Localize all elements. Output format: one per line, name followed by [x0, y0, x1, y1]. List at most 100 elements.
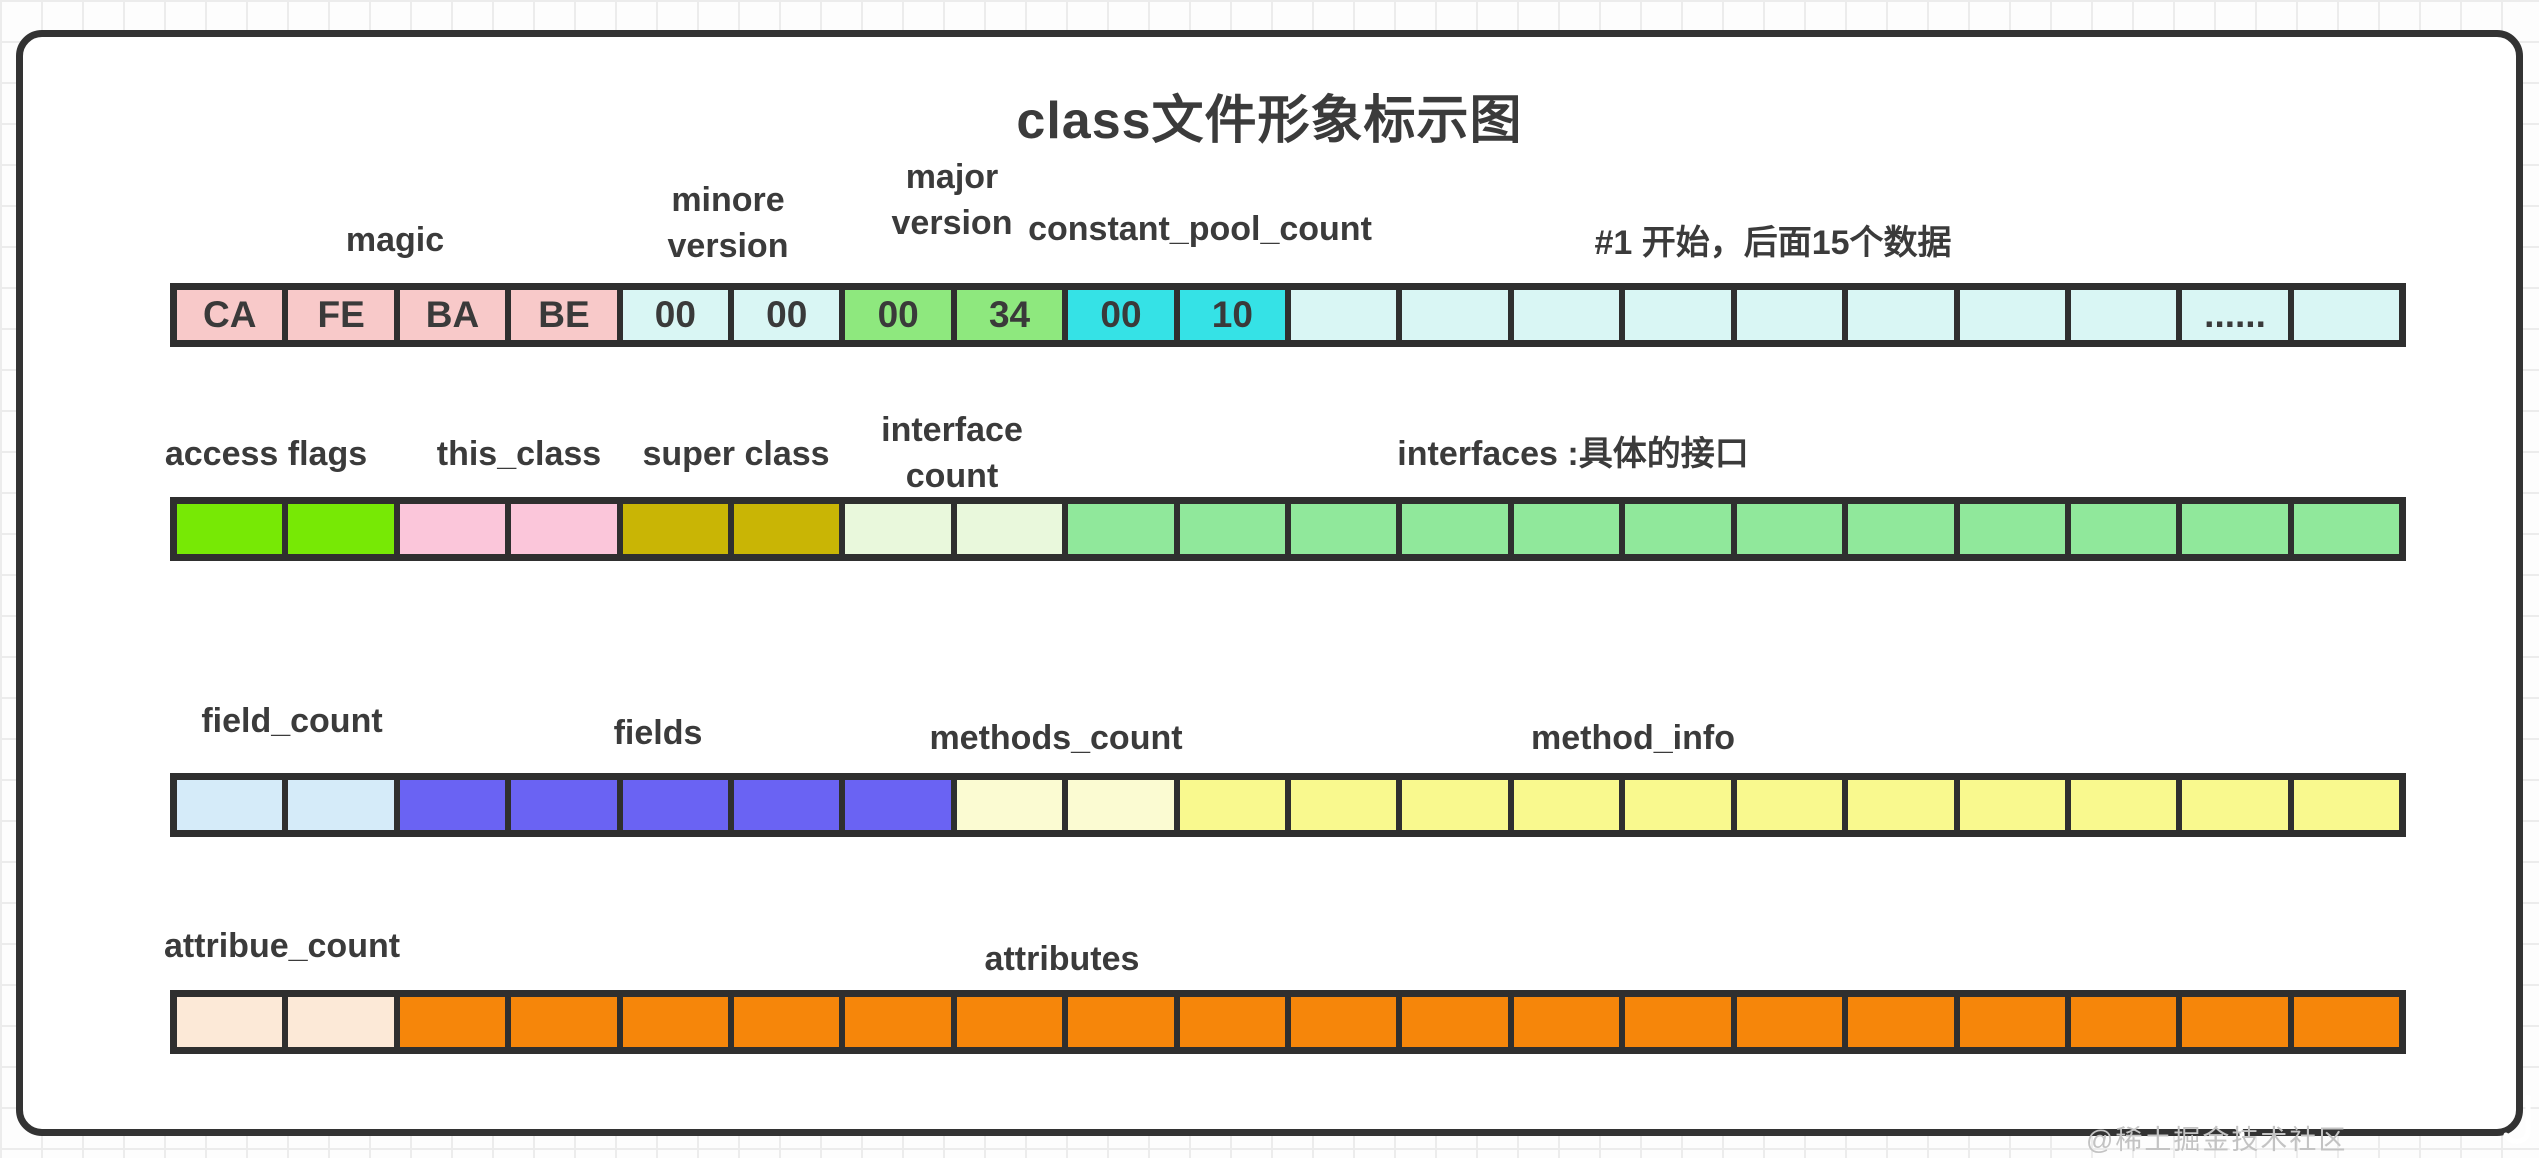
page-title: class文件形象标示图 [1016, 92, 1523, 150]
byte-cell [1510, 777, 1623, 833]
byte-cell [731, 501, 843, 557]
byte-cell: FE [285, 287, 397, 343]
byte-cell [396, 994, 509, 1050]
label-magic: magic [345, 221, 445, 259]
byte-cell [2290, 994, 2403, 1050]
label-constant-pool-note: #1 开始，后面15个数据 [1594, 224, 1952, 262]
byte-cell [2067, 501, 2180, 557]
byte-cell [1622, 287, 1734, 343]
byte-cell [1510, 287, 1623, 343]
byte-cell [285, 501, 397, 557]
byte-cell [1956, 287, 2068, 343]
byte-cell [1845, 994, 1957, 1050]
watermark: @稀土掘金技术社区 [2086, 1125, 2348, 1155]
byte-cell [1733, 994, 1846, 1050]
byte-cell [1176, 501, 1289, 557]
byte-cell [2067, 287, 2180, 343]
label-constant-pool-count: constant_pool_count [1028, 210, 1372, 248]
byte-cell: 34 [953, 287, 1066, 343]
byte-cell [1733, 501, 1846, 557]
byte-cell [842, 777, 954, 833]
byte-cell [2290, 777, 2403, 833]
byte-cell: 00 [842, 287, 954, 343]
byte-cell [1510, 501, 1623, 557]
byte-cell [1733, 287, 1846, 343]
byte-cell [396, 777, 509, 833]
byte-cell [1065, 777, 1177, 833]
byte-cell [1622, 501, 1734, 557]
byte-cell [1845, 777, 1957, 833]
byte-cell [1288, 777, 1400, 833]
byte-cell [1399, 501, 1511, 557]
byte-cell [1622, 777, 1734, 833]
byte-cell [285, 994, 397, 1050]
byte-cell [2179, 777, 2291, 833]
byte-cell [1622, 994, 1734, 1050]
byte-cell [2290, 501, 2403, 557]
byte-cell [1176, 777, 1289, 833]
byte-cell [1956, 777, 2068, 833]
byte-cell [619, 994, 732, 1050]
byte-cell [842, 994, 954, 1050]
byte-cell [2067, 994, 2180, 1050]
byte-cell [1733, 777, 1846, 833]
byte-cell: CA [174, 287, 286, 343]
byte-cell [1065, 501, 1177, 557]
byte-cell [174, 777, 286, 833]
byte-cell: 10 [1176, 287, 1289, 343]
label-method-info: method_info [1531, 719, 1735, 757]
byte-cell: BA [396, 287, 509, 343]
byte-cell [619, 777, 732, 833]
byte-cell [1399, 777, 1511, 833]
label-attributes: attributes [984, 940, 1140, 978]
label-super-class: super class [642, 435, 830, 473]
byte-cell [953, 501, 1066, 557]
byte-cell [285, 777, 397, 833]
label-field-count: field_count [201, 702, 383, 740]
byte-cell [1288, 501, 1400, 557]
byte-cell [1288, 287, 1400, 343]
byte-cell [2179, 994, 2291, 1050]
byte-row-attributes [170, 990, 2406, 1054]
label-methods-count: methods_count [929, 719, 1183, 757]
label-major-version: major version [891, 158, 1013, 242]
diagram-container [16, 30, 2523, 1136]
byte-cell [1065, 994, 1177, 1050]
label-fields: fields [613, 714, 703, 752]
byte-cell [953, 777, 1066, 833]
byte-cell [1288, 994, 1400, 1050]
byte-cell [1956, 501, 2068, 557]
byte-cell [2179, 501, 2291, 557]
byte-cell [2067, 777, 2180, 833]
byte-cell [508, 501, 620, 557]
label-minor-version: minore version [667, 181, 789, 265]
byte-cell [1845, 287, 1957, 343]
byte-cell: ...... [2179, 287, 2291, 343]
byte-cell: 00 [1065, 287, 1177, 343]
byte-cell [508, 777, 620, 833]
byte-cell [1176, 994, 1289, 1050]
label-attribute-count: attribue_count [163, 927, 401, 965]
byte-cell [1399, 287, 1511, 343]
byte-cell [396, 501, 509, 557]
byte-cell [842, 501, 954, 557]
byte-cell: 00 [731, 287, 843, 343]
byte-cell [1510, 994, 1623, 1050]
byte-cell [953, 994, 1066, 1050]
byte-cell [508, 994, 620, 1050]
byte-cell [1956, 994, 2068, 1050]
label-interfaces: interfaces :具体的接口 [1397, 435, 1749, 473]
label-interface-count: interface count [881, 411, 1023, 495]
byte-row-interfaces [170, 497, 2406, 561]
byte-row-fields-methods [170, 773, 2406, 837]
byte-cell: BE [508, 287, 620, 343]
byte-cell [1845, 501, 1957, 557]
byte-cell [731, 994, 843, 1050]
label-this-class: this_class [436, 435, 602, 473]
byte-cell [731, 777, 843, 833]
label-access-flags: access flags [164, 435, 368, 473]
byte-cell [1399, 994, 1511, 1050]
byte-cell [174, 501, 286, 557]
